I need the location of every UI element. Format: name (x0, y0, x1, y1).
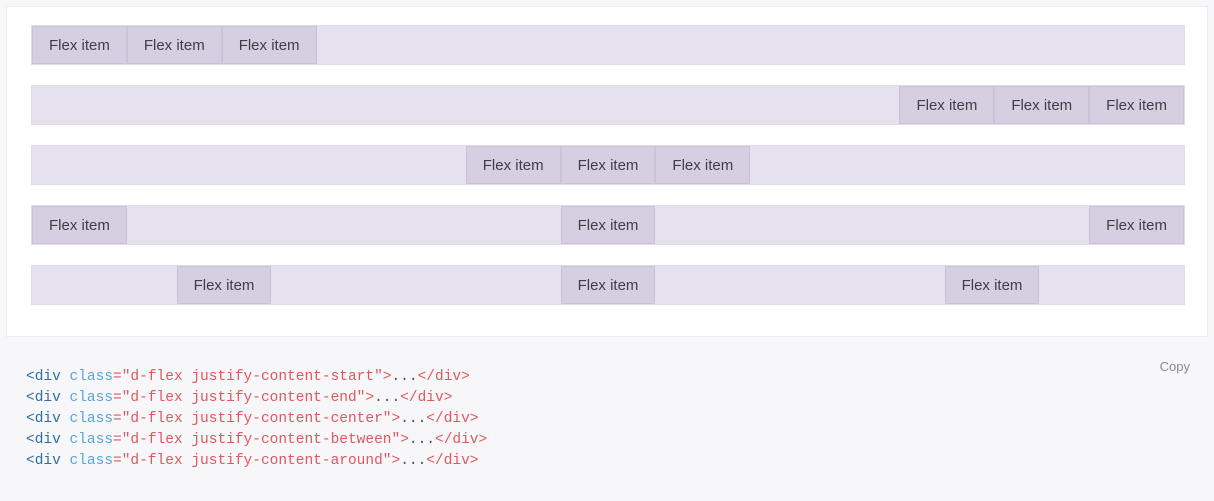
code-token-dots: ... (374, 390, 401, 406)
code-token-value: "d-flex justify-content-between" (121, 432, 401, 448)
code-token-gt: > (391, 453, 401, 469)
code-token-gt: > (400, 432, 409, 448)
code-token-eq: = (113, 390, 122, 406)
code-line: <div class="d-flex justify-content-start… (26, 367, 1214, 388)
code-listing: <div class="d-flex justify-content-start… (26, 367, 1214, 472)
code-token-value: "d-flex justify-content-start" (121, 369, 383, 385)
code-token-attr: class (60, 369, 114, 385)
code-snippet-block: Copy <div class="d-flex justify-content-… (0, 345, 1214, 501)
code-token-dots: ... (391, 369, 418, 385)
code-token-eq: = (113, 432, 122, 448)
flex-item: Flex item (176, 266, 272, 304)
flex-item: Flex item (899, 86, 995, 124)
code-token-close: </div> (426, 453, 479, 469)
code-token-open: <div (26, 369, 61, 385)
code-token-value: "d-flex justify-content-center" (121, 411, 392, 427)
code-line: <div class="d-flex justify-content-cente… (26, 409, 1214, 430)
code-token-close: </div> (400, 390, 453, 406)
code-token-dots: ... (400, 411, 427, 427)
flex-item: Flex item (560, 146, 656, 184)
flex-item: Flex item (944, 266, 1040, 304)
code-token-eq: = (113, 411, 122, 427)
code-token-gt: > (365, 390, 375, 406)
flex-item: Flex item (560, 206, 656, 244)
flex-item: Flex item (994, 86, 1090, 124)
flex-item: Flex item (1089, 206, 1184, 244)
code-token-open: <div (26, 390, 61, 406)
code-token-gt: > (391, 411, 401, 427)
code-token-eq: = (113, 369, 122, 385)
code-token-attr: class (60, 411, 114, 427)
code-token-value: "d-flex justify-content-around" (121, 453, 392, 469)
code-token-value: "d-flex justify-content-end" (121, 390, 366, 406)
code-token-dots: ... (408, 432, 435, 448)
flex-item: Flex item (655, 146, 751, 184)
copy-button[interactable]: Copy (1154, 357, 1196, 376)
code-token-open: <div (26, 411, 61, 427)
code-line: <div class="d-flex justify-content-end">… (26, 388, 1214, 409)
code-token-attr: class (60, 390, 114, 406)
flex-item: Flex item (32, 206, 127, 244)
code-line: <div class="d-flex justify-content-aroun… (26, 451, 1214, 472)
code-token-gt: > (382, 369, 392, 385)
code-token-attr: class (60, 453, 114, 469)
flex-item: Flex item (465, 146, 561, 184)
code-token-close: </div> (435, 432, 488, 448)
flex-container-around: Flex item Flex item Flex item (31, 265, 1185, 305)
code-token-open: <div (26, 453, 61, 469)
flex-item: Flex item (560, 266, 656, 304)
code-token-open: <div (26, 432, 61, 448)
code-token-dots: ... (400, 453, 427, 469)
flex-item: Flex item (32, 26, 127, 64)
code-line: <div class="d-flex justify-content-betwe… (26, 430, 1214, 451)
flex-item: Flex item (126, 26, 222, 64)
code-token-close: </div> (417, 369, 470, 385)
code-token-eq: = (113, 453, 122, 469)
code-token-close: </div> (426, 411, 479, 427)
flex-container-between: Flex item Flex item Flex item (31, 205, 1185, 245)
code-token-attr: class (60, 432, 114, 448)
flex-item: Flex item (221, 26, 317, 64)
flex-item: Flex item (1089, 86, 1184, 124)
